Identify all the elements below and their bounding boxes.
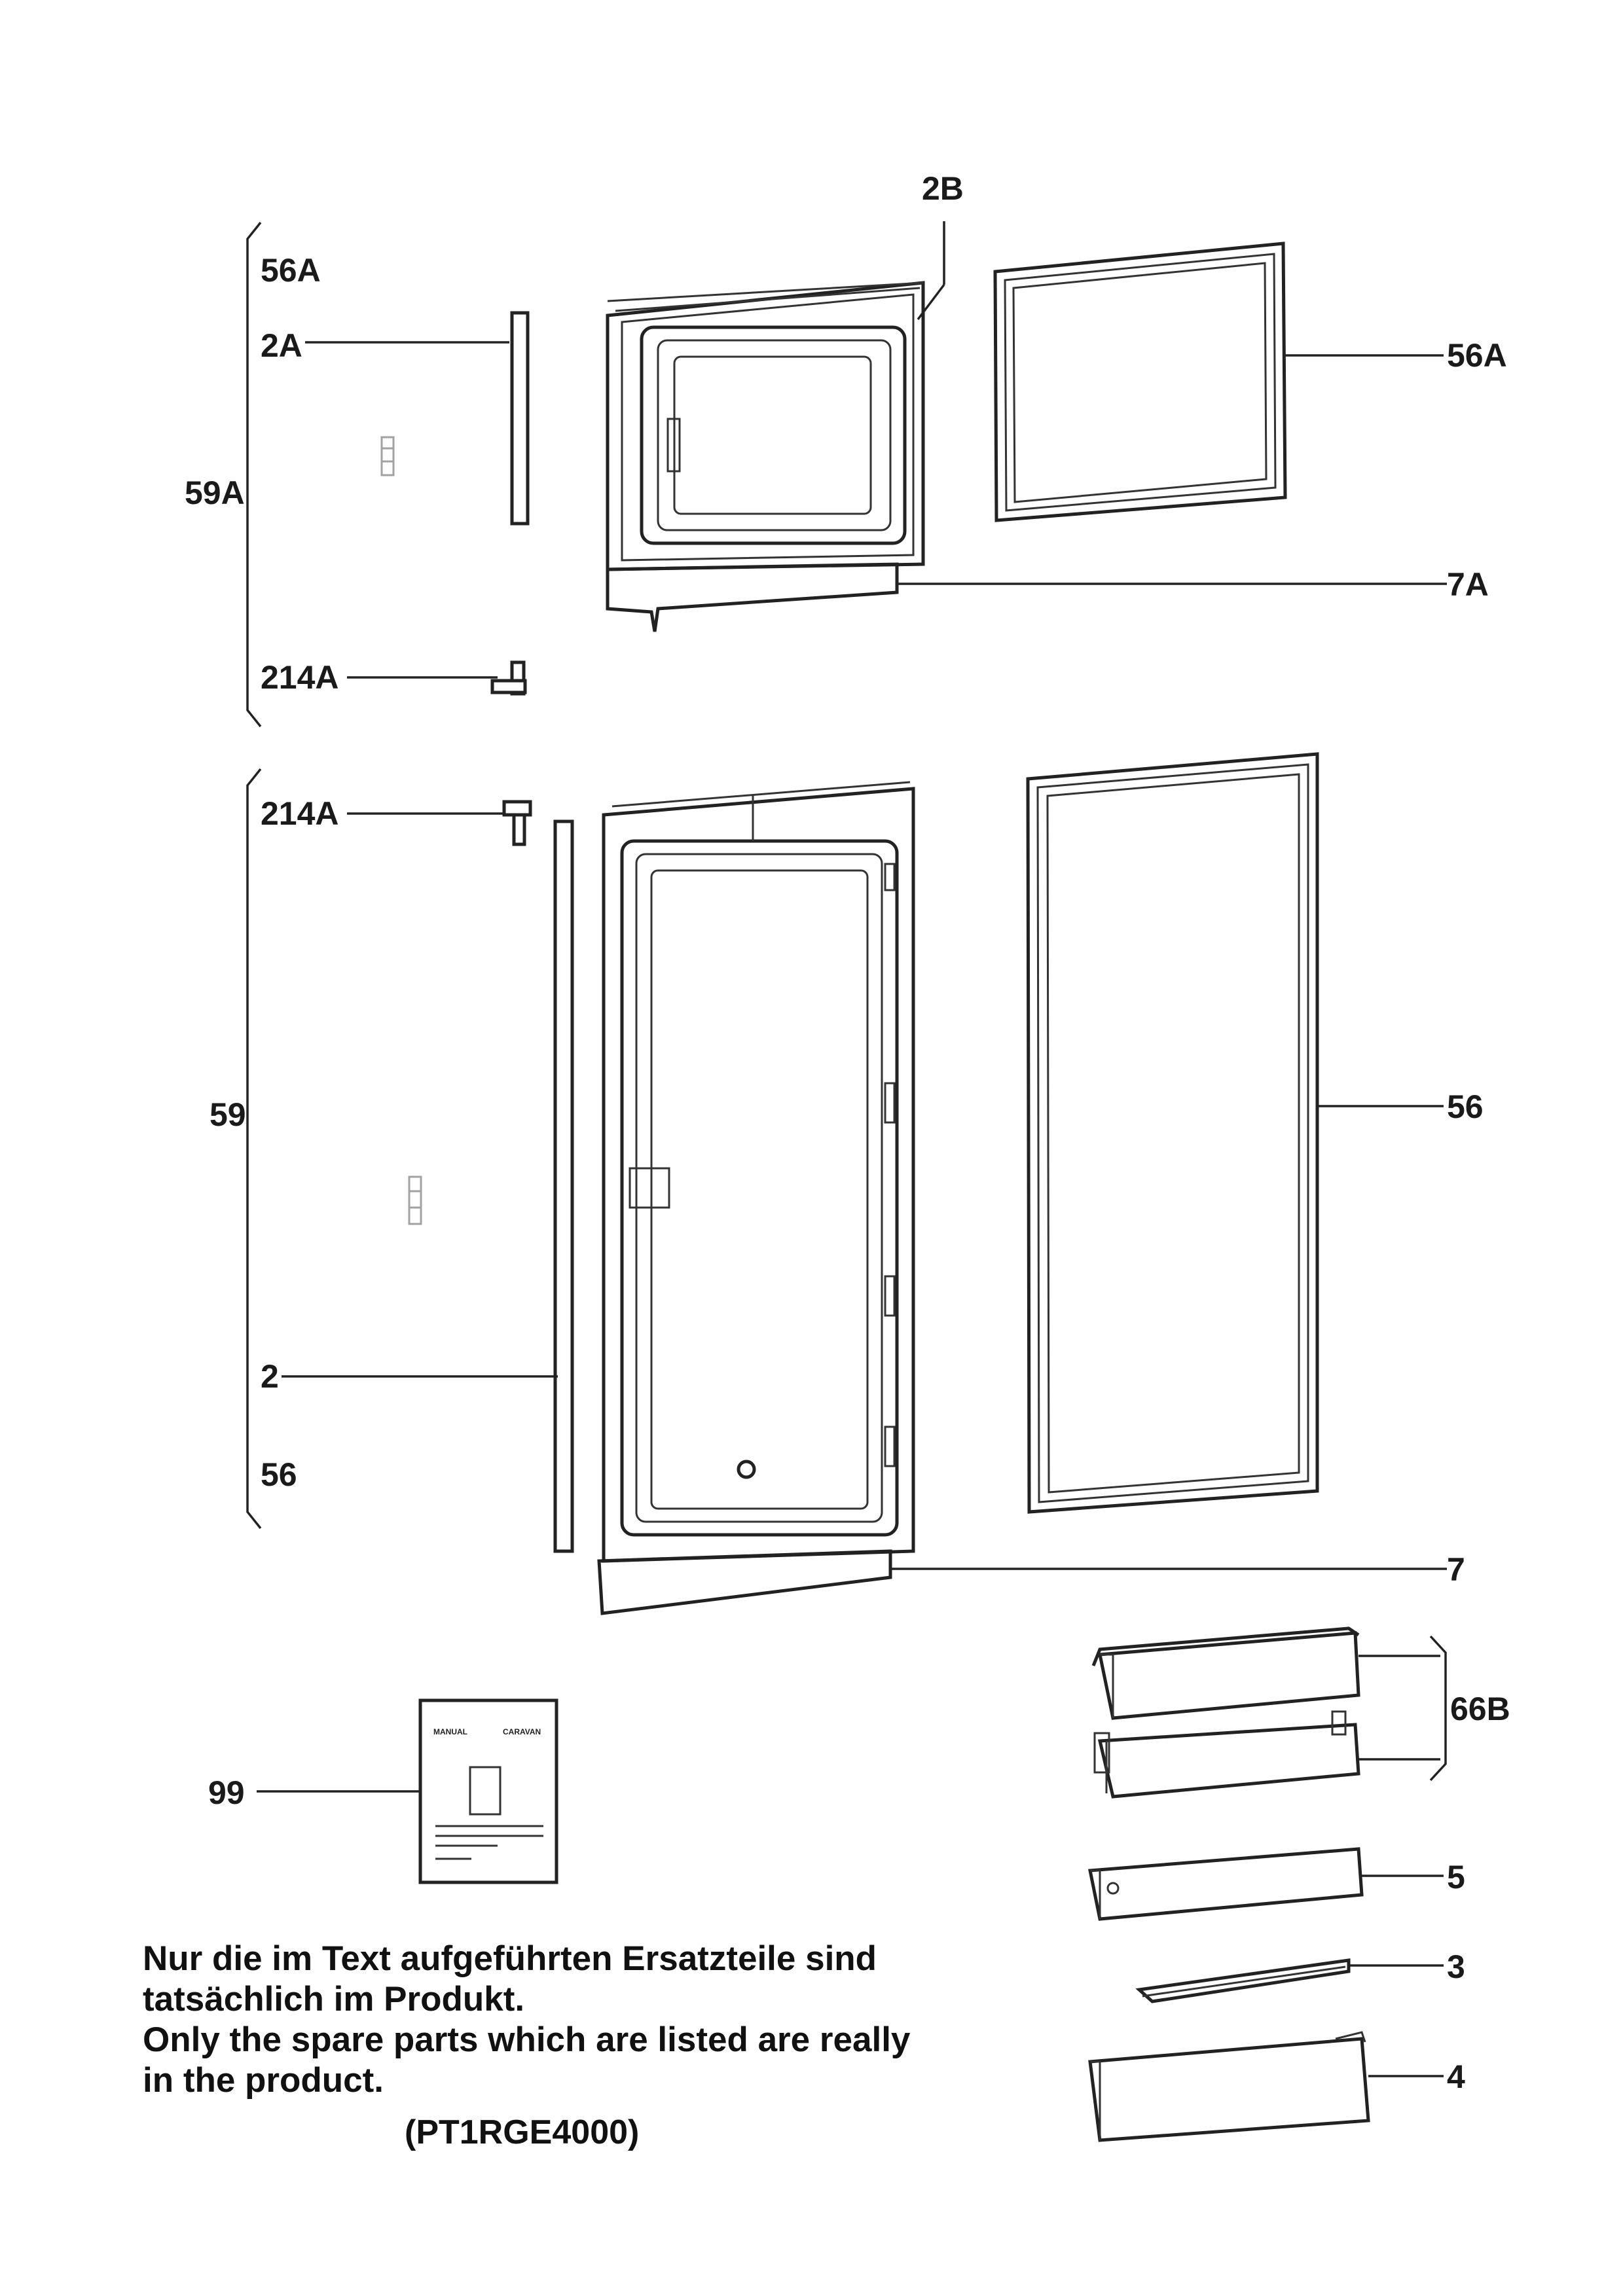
label-3: 3 (1447, 1948, 1465, 1985)
part-99-manual: MANUAL CARAVAN (418, 1698, 558, 1884)
part-5-shelf (1087, 1847, 1364, 1921)
label-214A-bottom: 214A (261, 795, 339, 832)
label-59: 59 (210, 1096, 246, 1133)
model-code: (PT1RGE4000) (405, 2113, 640, 2151)
clip-ghost-bottom (408, 1175, 422, 1225)
label-59A: 59A (185, 475, 245, 511)
part-66B-shelf-upper (1091, 1626, 1360, 1720)
bracket-59 (246, 768, 262, 1530)
label-4: 4 (1447, 2058, 1465, 2095)
label-2A: 2A (261, 327, 302, 364)
bracket-59A (246, 221, 262, 728)
note-english-line-2: in the product. (143, 2061, 384, 2100)
part-56A-gasket (993, 242, 1287, 522)
label-56-right: 56 (1447, 1088, 1484, 1125)
label-5: 5 (1447, 1859, 1465, 1895)
notes-block: Nur die im Text aufgeführten Ersatzteile… (143, 1939, 994, 2101)
part-56-gasket (1026, 752, 1319, 1514)
hinge-214A-bottom (502, 800, 532, 846)
part-7-fridge-door (597, 781, 915, 1615)
manual-caption-left: MANUAL (433, 1727, 467, 1736)
label-7: 7 (1447, 1551, 1465, 1588)
manual-caption-right: CARAVAN (503, 1727, 541, 1736)
clip-ghost-top (380, 436, 395, 476)
label-99: 99 (208, 1774, 245, 1811)
hinge-214A-top (490, 660, 527, 696)
part-2B-freezer-door (606, 281, 925, 632)
part-2-strip (553, 819, 574, 1553)
label-56-left: 56 (261, 1456, 297, 1493)
label-2B: 2B (922, 170, 964, 207)
part-2A-strip (510, 311, 530, 526)
label-56A-right: 56A (1447, 337, 1507, 374)
note-german-line-1: Nur die im Text aufgeführten Ersatzteile… (143, 1939, 877, 1978)
part-4-shelf (1088, 2031, 1370, 2142)
note-english-line-1: Only the spare parts which are listed ar… (143, 2020, 911, 2059)
label-66B: 66B (1450, 1691, 1510, 1727)
label-7A: 7A (1447, 566, 1489, 603)
note-german-line-2: tatsächlich im Produkt. (143, 1980, 525, 2018)
bracket-66B (1429, 1635, 1447, 1782)
part-3-strip (1135, 1958, 1351, 2003)
label-56A-left: 56A (261, 252, 321, 289)
leader-2B (917, 283, 945, 321)
part-66B-shelf-lower (1093, 1710, 1360, 1799)
label-214A-top: 214A (261, 659, 339, 696)
label-2: 2 (261, 1358, 279, 1395)
